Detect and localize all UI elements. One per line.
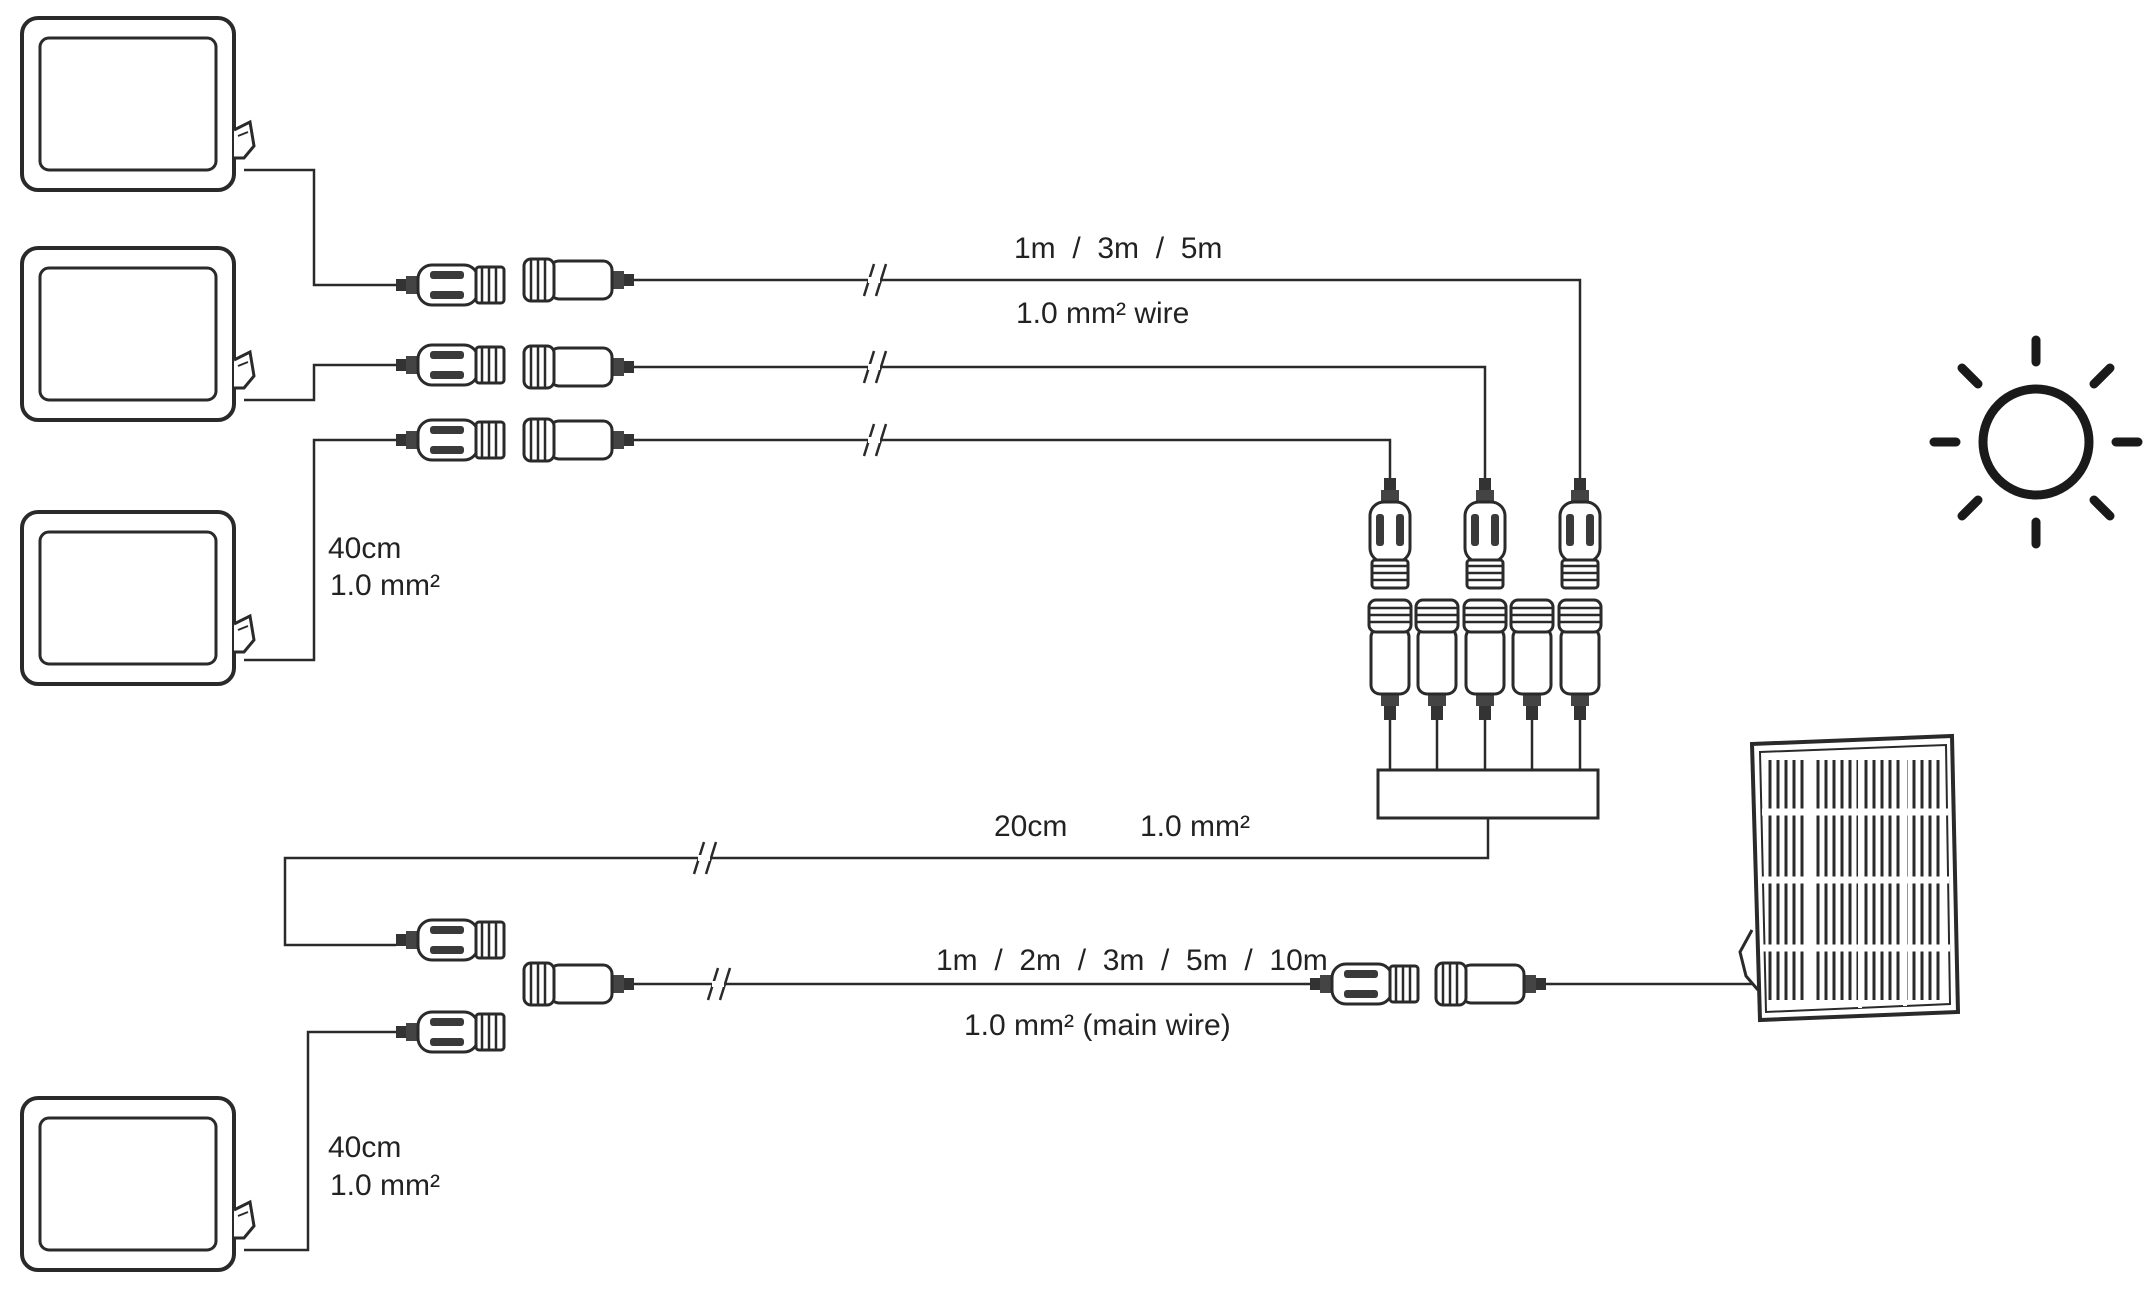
waterproof-connector-icon	[394, 263, 506, 307]
main-wire-gauge-label: 1.0 mm² (main wire)	[964, 1009, 1231, 1042]
waterproof-connector-icon	[394, 918, 506, 962]
floodlight-4	[20, 1096, 256, 1272]
extension-cable-3	[634, 438, 1392, 478]
splitter-output-wire	[283, 818, 1490, 947]
floodlight-1	[20, 16, 256, 192]
splitter-lead-length-label: 20cm	[994, 810, 1067, 843]
splitter-hub	[1367, 598, 1603, 820]
splitter-lead-gauge-label: 1.0 mm²	[1140, 810, 1250, 843]
waterproof-connector-icon	[522, 344, 636, 390]
waterproof-connector-icon	[1558, 476, 1602, 590]
lamp3-lead-length-label: 40cm	[328, 532, 401, 565]
floodlight-icon	[20, 1096, 256, 1272]
solar-panel-icon	[1749, 733, 1961, 1023]
extension-cable-1	[634, 278, 1582, 478]
waterproof-connector-icon	[1434, 961, 1548, 1007]
floodlight-3	[20, 510, 256, 686]
floodlight-icon	[20, 16, 256, 192]
waterproof-connector-icon	[1462, 598, 1508, 722]
floodlight-icon	[20, 510, 256, 686]
waterproof-connector-icon	[1414, 598, 1460, 722]
floodlight-icon	[20, 246, 256, 422]
lamp3-lead-gauge-label: 1.0 mm²	[330, 569, 440, 602]
waterproof-connector-icon	[1368, 476, 1412, 590]
main-wire-length-label: 1m / 2m / 3m / 5m / 10m	[936, 944, 1328, 977]
waterproof-connector-icon	[522, 257, 636, 303]
top-wire-length-label: 1m / 3m / 5m	[1014, 232, 1222, 265]
splitter-hub-icon	[1376, 768, 1600, 820]
top-wire-gauge-label: 1.0 mm² wire	[1016, 297, 1189, 330]
lamp1-lead-wire	[244, 168, 396, 287]
extension-cable-2	[634, 365, 1487, 478]
lamp4-lead-gauge-label: 1.0 mm²	[330, 1169, 440, 1202]
lamp3-lead-wire	[244, 438, 396, 662]
waterproof-connector-icon	[394, 418, 506, 462]
solar-panel	[1738, 733, 1961, 1023]
lamp4-lead-length-label: 40cm	[328, 1131, 401, 1164]
waterproof-connector-icon	[1463, 476, 1507, 590]
waterproof-connector-icon	[1557, 598, 1603, 722]
waterproof-connector-icon	[394, 1010, 506, 1054]
waterproof-connector-icon	[522, 417, 636, 463]
waterproof-connector-icon	[1509, 598, 1555, 722]
waterproof-connector-icon	[394, 343, 506, 387]
lamp4-lead-wire	[244, 1030, 396, 1252]
waterproof-connector-icon	[522, 961, 636, 1007]
floodlight-2	[20, 246, 256, 422]
sun-icon	[1929, 335, 2143, 549]
waterproof-connector-icon	[1367, 598, 1413, 722]
lamp2-lead-wire	[244, 363, 396, 402]
